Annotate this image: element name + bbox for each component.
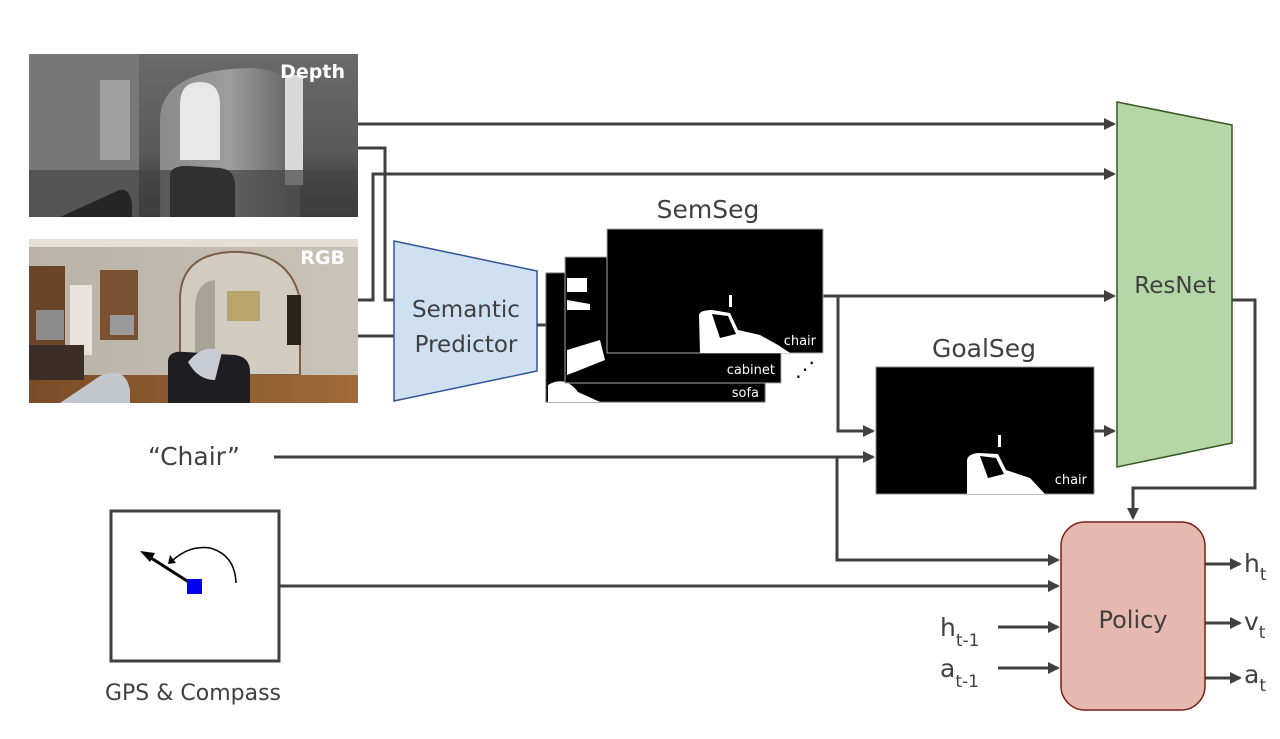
policy-outputs: ht vt at bbox=[1244, 549, 1267, 696]
output-v-base: v bbox=[1244, 607, 1259, 636]
goalseg-layer-label: chair bbox=[1055, 473, 1088, 488]
output-v: vt bbox=[1244, 607, 1266, 643]
semseg-stack: SemSeg sofa cabinet chair ⋰ bbox=[545, 195, 824, 403]
wire-resnet-to-policy bbox=[1127, 298, 1257, 520]
semseg-layer-sofa-label: sofa bbox=[732, 386, 759, 401]
semantic-predictor-shape bbox=[393, 240, 538, 402]
input-h-prev: ht-1 bbox=[940, 613, 979, 651]
semantic-predictor-block: Semantic Predictor bbox=[393, 240, 538, 402]
semseg-more-layers-ellipsis: ⋰ bbox=[795, 357, 815, 381]
input-a-prev-base: a bbox=[940, 654, 955, 683]
input-a-prev-sub: t-1 bbox=[955, 672, 979, 692]
policy-shape bbox=[1060, 521, 1206, 711]
semseg-layer-chair: chair bbox=[606, 228, 824, 354]
semantic-predictor-label-line2: Predictor bbox=[415, 332, 518, 358]
output-a: at bbox=[1244, 660, 1266, 696]
wire-depth-to-predictor bbox=[358, 146, 394, 302]
recurrent-inputs: ht-1 at-1 bbox=[940, 613, 979, 692]
gps-compass-label: GPS & Compass bbox=[105, 681, 281, 706]
semseg-layer-chair-label: chair bbox=[784, 334, 817, 349]
gps-compass-block: GPS & Compass bbox=[105, 509, 281, 706]
goalseg-title: GoalSeg bbox=[932, 334, 1036, 363]
semantic-predictor-label-line1: Semantic bbox=[412, 297, 520, 323]
policy-label: Policy bbox=[1098, 606, 1167, 634]
depth-label: Depth bbox=[280, 61, 345, 83]
output-a-sub: t bbox=[1259, 676, 1266, 696]
policy-block: Policy bbox=[1060, 521, 1206, 711]
semseg-layer-cabinet-label: cabinet bbox=[727, 363, 775, 378]
output-v-sub: t bbox=[1259, 623, 1266, 643]
wire-semseg-to-goalseg bbox=[836, 296, 875, 437]
resnet-label: ResNet bbox=[1134, 273, 1215, 299]
input-h-prev-base: h bbox=[940, 613, 956, 642]
compass-rotation-arc-icon bbox=[172, 546, 237, 584]
output-a-base: a bbox=[1244, 660, 1259, 689]
goalseg-block: GoalSeg chair bbox=[875, 334, 1095, 495]
goal-object-text: “Chair” bbox=[148, 442, 240, 471]
output-h-sub: t bbox=[1260, 565, 1267, 585]
output-h-base: h bbox=[1244, 549, 1260, 578]
resnet-shape bbox=[1116, 101, 1233, 468]
input-a-prev: at-1 bbox=[940, 654, 979, 692]
rgb-image: RGB bbox=[29, 239, 358, 403]
semseg-title: SemSeg bbox=[657, 195, 760, 224]
connections bbox=[274, 118, 1257, 684]
resnet-block: ResNet bbox=[1116, 101, 1233, 468]
output-h: ht bbox=[1244, 549, 1267, 585]
agent-position-marker bbox=[187, 579, 202, 594]
rgb-label: RGB bbox=[300, 247, 345, 269]
wire-goal-to-policy bbox=[835, 457, 1060, 566]
input-h-prev-sub: t-1 bbox=[956, 631, 980, 651]
depth-image: Depth bbox=[29, 54, 358, 217]
wire-rgb-to-resnet bbox=[358, 168, 1116, 302]
